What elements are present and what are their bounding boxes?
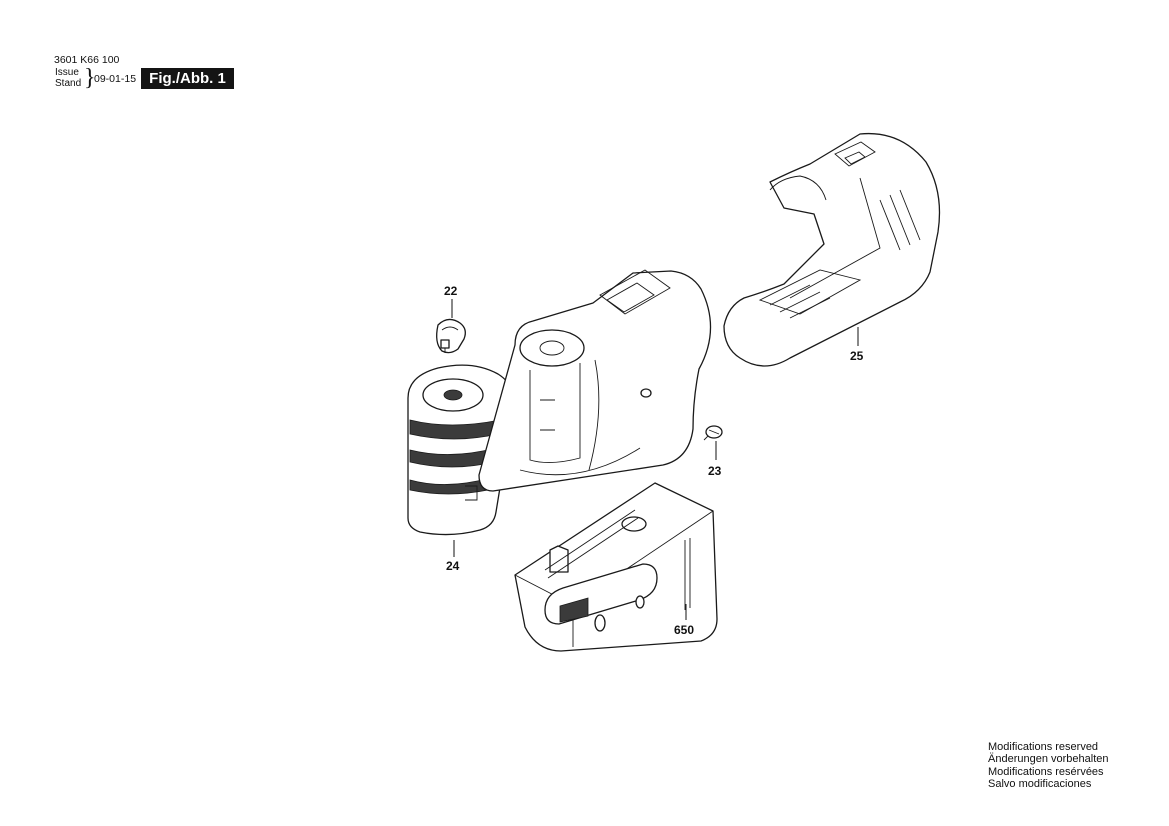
part-23-screw: [703, 425, 723, 441]
modification-notes: Modifications reserved Änderungen vorbeh…: [988, 741, 1108, 791]
callout-22: 22: [444, 284, 458, 298]
callout-24: 24: [446, 559, 460, 573]
callout-23: 23: [708, 464, 722, 478]
callout-650: 650: [674, 623, 694, 637]
callout-25: 25: [850, 349, 864, 363]
note-en: Modifications reserved: [988, 741, 1099, 753]
part-number: 3601 K66 100: [54, 54, 120, 66]
part-22-knob: [436, 318, 466, 354]
issue-label: Issue: [55, 67, 79, 78]
issue-stand-labels: Issue Stand: [55, 67, 82, 89]
brace-glyph: }: [84, 65, 96, 91]
issue-date: 09-01-15: [94, 73, 137, 85]
note-fr: Modifications resérvées: [988, 765, 1104, 778]
part-25-bracket: [723, 132, 941, 367]
note-de: Änderungen vorbehalten: [988, 753, 1109, 766]
part-650-base: [514, 482, 718, 652]
figure-badge: Fig./Abb. 1: [141, 68, 234, 89]
housing: [478, 269, 712, 492]
stand-label: Stand: [55, 77, 82, 89]
note-es: Salvo modificaciones: [988, 778, 1092, 791]
